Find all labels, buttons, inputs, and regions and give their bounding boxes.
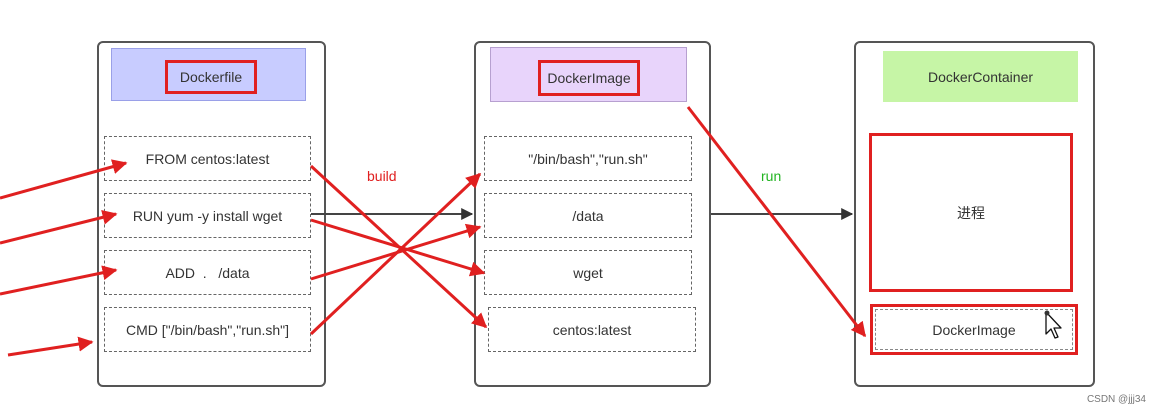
cross-arrow-cmd (309, 172, 482, 336)
dockerfile-line-from: FROM centos:latest (104, 136, 311, 181)
dockerfile-line-add: ADD . /data (104, 250, 311, 295)
image-layer-cmd: "/bin/bash","run.sh" (484, 136, 692, 181)
image-layer-data: /data (484, 193, 692, 238)
cross-arrow-run (310, 218, 486, 277)
image-title-box (490, 47, 687, 102)
image-layer-centos: centos:latest (488, 307, 696, 352)
input-arrow-2 (0, 209, 118, 245)
build-label: build (367, 168, 397, 184)
run-label: run (761, 168, 782, 184)
dockerfile-title: Dockerfile (179, 69, 243, 85)
container-process-box: 进程 (869, 133, 1073, 292)
image-title-highlight (538, 60, 640, 96)
container-image-box (870, 304, 1078, 355)
container-image-layer: DockerImage (875, 309, 1073, 350)
input-arrow-3 (0, 265, 118, 296)
mouse-cursor-icon (1045, 311, 1062, 339)
image-to-container-arrow (686, 106, 867, 338)
container-title: DockerContainer (883, 51, 1078, 102)
image-title: DockerImage (547, 70, 631, 86)
dockerfile-line-run: RUN yum -y install wget (104, 193, 311, 238)
cursor-dot-icon (1044, 310, 1050, 316)
input-arrow-4 (7, 336, 94, 357)
dockerfile-title-highlight (165, 60, 257, 94)
dockerfile-line-cmd: CMD ["/bin/bash","run.sh"] (104, 307, 311, 352)
input-arrow-1 (0, 159, 128, 200)
watermark: CSDN @jjj34 (1086, 394, 1146, 405)
